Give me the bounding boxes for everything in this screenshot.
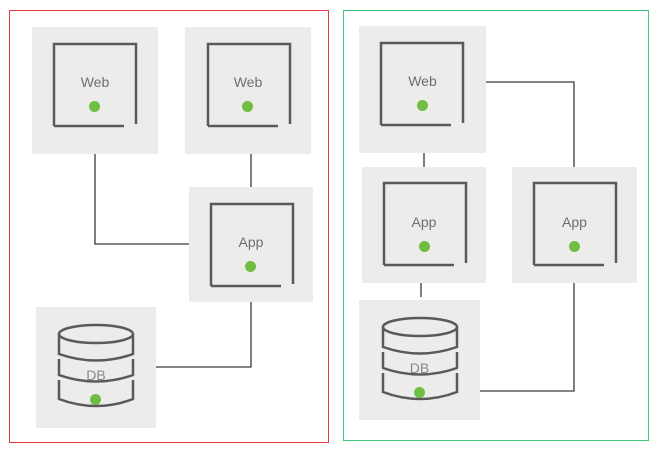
status-dot-icon (89, 101, 100, 112)
database-icon (57, 323, 135, 408)
node-label: App (411, 214, 437, 230)
server-frame-icon (379, 41, 465, 127)
status-dot-icon (245, 261, 256, 272)
node-label: App (562, 214, 587, 230)
status-dot-icon (419, 241, 430, 252)
node-label: DB (409, 360, 430, 376)
node-app[interactable]: App (512, 167, 637, 283)
node-app[interactable]: App (189, 187, 313, 302)
node-db[interactable]: DB (359, 300, 480, 420)
status-dot-icon (242, 101, 253, 112)
status-dot-icon (90, 394, 101, 405)
server-frame-icon (206, 42, 292, 128)
database-icon (381, 316, 459, 401)
edge-web1-app1 (94, 154, 190, 245)
node-web[interactable]: Web (359, 26, 486, 153)
status-dot-icon (417, 100, 428, 111)
server-frame-icon (382, 181, 468, 267)
status-dot-icon (569, 241, 580, 252)
node-db[interactable]: DB (36, 307, 156, 428)
edge-app3-db2 (480, 283, 575, 392)
node-app[interactable]: App (362, 167, 486, 283)
panel-left (9, 10, 329, 443)
server-frame-icon (52, 42, 138, 128)
node-label: App (238, 234, 264, 250)
node-web[interactable]: Web (32, 27, 158, 154)
node-label: DB (86, 367, 106, 383)
node-label: Web (233, 74, 263, 90)
server-frame-icon (209, 202, 295, 288)
node-label: Web (408, 73, 437, 89)
status-dot-icon (414, 387, 425, 398)
node-web[interactable]: Web (185, 27, 311, 154)
edge-app1-db1 (156, 302, 252, 368)
edge-web3-app3 (486, 81, 575, 167)
panel-right (343, 10, 649, 441)
node-label: Web (80, 74, 110, 90)
server-frame-icon (532, 181, 618, 267)
